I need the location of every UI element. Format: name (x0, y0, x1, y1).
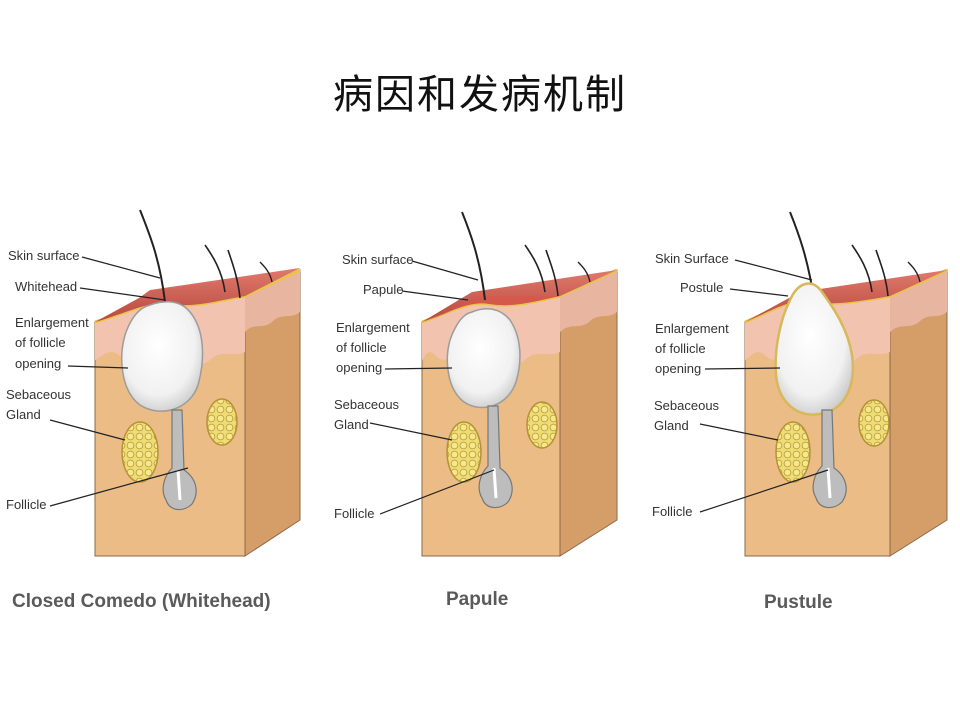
label-enlargement-1: Enlargement (15, 315, 89, 330)
label-skin-surface: Skin Surface (655, 251, 729, 266)
page-title: 病因和发病机制 (333, 72, 627, 118)
caption-pustule: Pustule (764, 592, 833, 613)
label-whitehead: Whitehead (15, 279, 77, 294)
skin-cube (744, 211, 948, 557)
label-sebaceous-2: Gland (6, 407, 41, 422)
label-sebaceous-2: Gland (654, 418, 689, 433)
follicle-tube (478, 405, 513, 509)
label-skin-surface: Skin surface (342, 252, 414, 267)
sebaceous-gland (446, 421, 482, 483)
label-papule: Papule (363, 282, 403, 297)
sebum-plug (446, 307, 521, 409)
sebaceous-gland (121, 421, 159, 483)
label-enlargement-1: Enlargement (655, 321, 729, 336)
label-enlargement-2: of follicle (15, 335, 66, 350)
caption-closed-comedo: Closed Comedo (Whitehead) (12, 591, 271, 612)
label-sebaceous-1: Sebaceous (654, 398, 720, 413)
label-enlargement-1: Enlargement (336, 320, 410, 335)
skin-cube (421, 211, 618, 557)
skin-cube (94, 209, 301, 557)
label-enlargement-3: opening (336, 360, 382, 375)
label-sebaceous-2: Gland (334, 417, 369, 432)
label-follicle: Follicle (6, 497, 46, 512)
panel-closed-comedo: Skin surface Whitehead Enlargement of fo… (6, 209, 301, 612)
follicle-tube (812, 409, 847, 509)
caption-papule: Papule (446, 589, 508, 610)
sebaceous-gland (775, 421, 811, 483)
label-skin-surface: Skin surface (8, 248, 80, 263)
panel-pustule: Skin Surface Postule Enlargement of foll… (652, 211, 948, 613)
label-enlargement-2: of follicle (655, 341, 706, 356)
follicle-tube (162, 409, 197, 511)
label-enlargement-3: opening (655, 361, 701, 376)
label-follicle: Follicle (652, 504, 692, 519)
label-sebaceous-1: Sebaceous (6, 387, 72, 402)
hair-icon (461, 211, 486, 301)
label-enlargement-2: of follicle (336, 340, 387, 355)
hair-icon (139, 209, 166, 303)
label-sebaceous-1: Sebaceous (334, 397, 400, 412)
sebum-plug (121, 301, 204, 412)
panel-papule: Skin surface Papule Enlargement of folli… (334, 211, 618, 610)
label-follicle: Follicle (334, 506, 374, 521)
label-postule: Postule (680, 280, 723, 295)
label-enlargement-3: opening (15, 356, 61, 371)
